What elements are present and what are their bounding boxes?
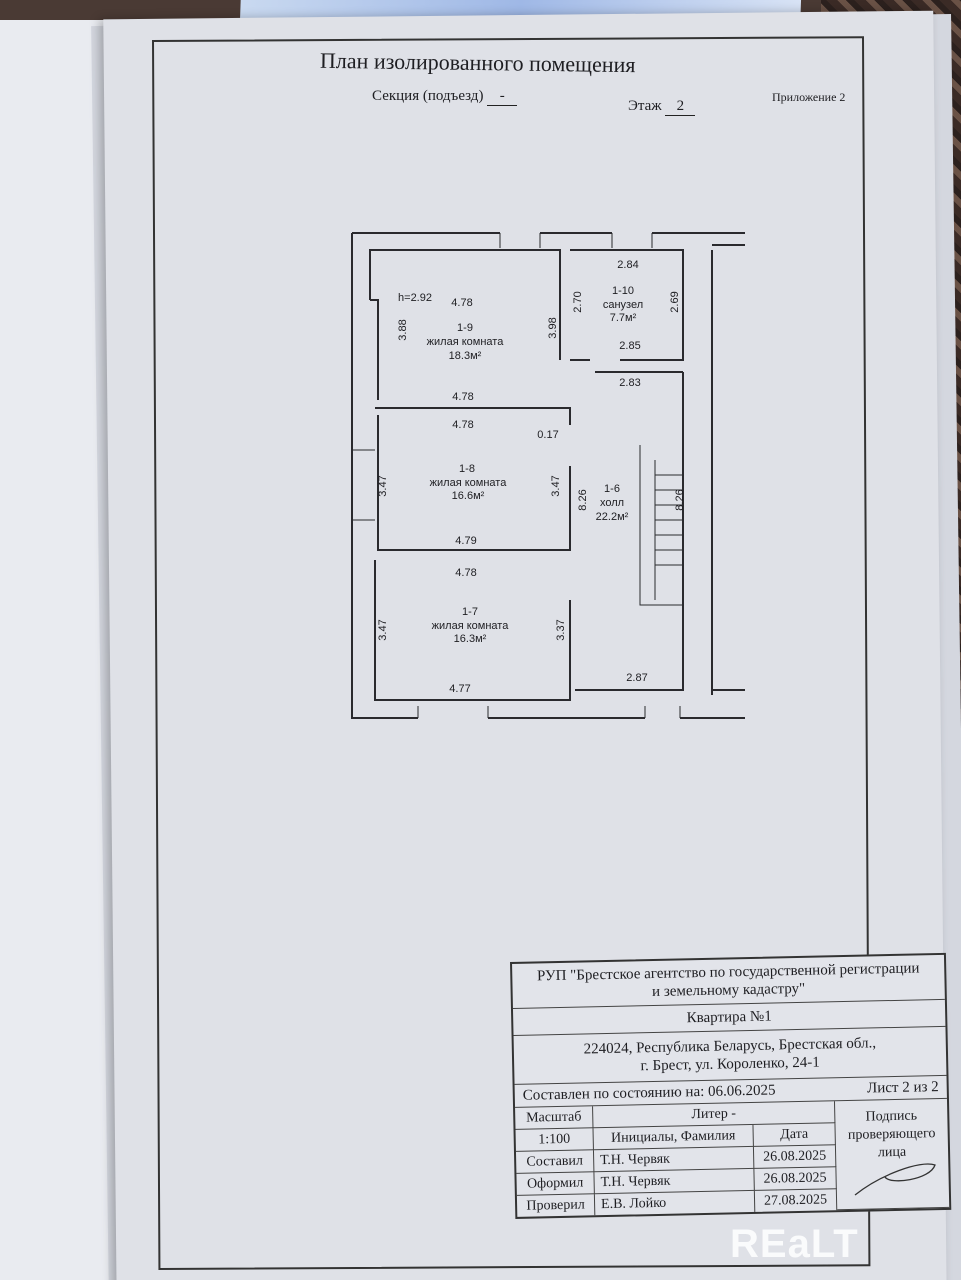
dim-r10-left: 2.70	[572, 291, 584, 313]
room-1-8-id: 1-8	[459, 463, 475, 475]
dim-r8-right: 3.47	[550, 475, 562, 497]
role: Оформил	[516, 1172, 595, 1196]
room-1-8-area: 16.6м²	[451, 490, 485, 502]
room-1-10-id: 1-10	[611, 285, 635, 297]
dim-r7-top: 4.78	[455, 567, 477, 579]
outer-wall-right	[711, 244, 745, 695]
dim-hall-top: 2.83	[619, 377, 641, 389]
as-of-date: Составлен по состоянию на: 06.06.2025	[522, 1082, 776, 1104]
dim-r10-bottom: 2.85	[619, 340, 641, 352]
date: 26.08.2025	[754, 1167, 837, 1191]
address: 224024, Республика Беларусь, Брестская о…	[513, 1026, 947, 1085]
room-1-6-id: 1-6	[604, 483, 620, 495]
signature-scribble	[854, 1163, 936, 1196]
scale-label: Масштаб	[515, 1106, 594, 1130]
section-label: Секция (подъезд)	[372, 88, 484, 104]
dim-hall-left: 8.26	[577, 489, 589, 511]
dim-wall: 0.17	[537, 429, 559, 441]
role: Составил	[515, 1150, 595, 1174]
windows	[352, 233, 681, 718]
dim-r10-top: 2.84	[617, 259, 639, 271]
floor-label: Этаж	[628, 98, 662, 114]
room-1-7-area: 16.3м²	[453, 633, 487, 645]
date-header: Дата	[753, 1123, 836, 1147]
date: 26.08.2025	[753, 1145, 837, 1169]
room-1-7-id: 1-7	[462, 606, 478, 618]
role: Проверил	[516, 1194, 596, 1217]
dim-r8-left: 3.47	[377, 475, 389, 497]
dim-r9-left: 3.88	[397, 319, 409, 341]
room-1-9-id: 1-9	[457, 322, 473, 334]
dim-r7-bottom: 4.77	[449, 683, 471, 695]
room-1-6-name: холл	[599, 497, 625, 509]
room-1-6-area: 22.2м²	[595, 511, 629, 523]
dim-r7-left: 3.47	[377, 619, 389, 641]
dim-r8-top: 4.78	[452, 419, 474, 431]
floor-value: 2	[665, 98, 696, 116]
dim-r8-bottom: 4.79	[455, 535, 477, 547]
date: 27.08.2025	[754, 1189, 838, 1212]
dim-hall-right: 8.26	[674, 489, 686, 511]
dim-hall-bottom: 2.87	[626, 672, 648, 684]
dim-r9-right: 3.98	[547, 317, 559, 339]
dim-r9-bottom: 4.78	[452, 391, 474, 403]
room-1-9-area: 18.3м²	[448, 350, 482, 362]
realt-watermark: REaLT	[730, 1222, 859, 1266]
scale-value: 1:100	[515, 1128, 594, 1152]
dim-r7-right: 3.37	[555, 619, 567, 641]
person-name: Е.В. Лойко	[594, 1190, 756, 1216]
room-1-8-name: жилая комната	[429, 477, 507, 489]
room-1-10-name: санузел	[602, 299, 644, 311]
section-field: Секция (подъезд) -	[372, 88, 518, 106]
section-value: -	[487, 88, 518, 106]
room-1-10-area: 7.7м²	[609, 312, 637, 324]
sheet-number: Лист 2 из 2	[866, 1079, 939, 1097]
ceiling-height: h=2.92	[398, 292, 432, 304]
appendix-label: Приложение 2	[772, 90, 846, 104]
dim-r10-right: 2.69	[669, 291, 681, 313]
inner-walls	[369, 249, 684, 701]
outer-wall	[351, 232, 745, 719]
room-1-9-name: жилая комната	[426, 336, 504, 348]
floor-field: Этаж 2	[628, 98, 696, 116]
staircase	[639, 445, 683, 606]
dim-r9-top: 4.78	[451, 297, 473, 309]
room-1-7-name: жилая комната	[431, 620, 509, 632]
